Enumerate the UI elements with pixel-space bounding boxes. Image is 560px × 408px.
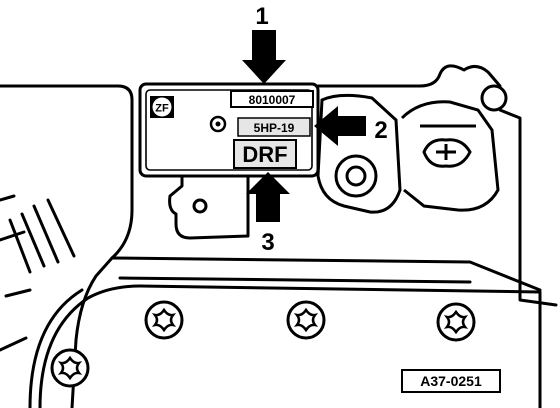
figure-reference-text: A37-0251 — [420, 373, 482, 389]
torx-bolt-2-icon — [286, 300, 326, 340]
plate-rivet-icon — [209, 115, 227, 133]
code-letters-field: DRF — [233, 139, 297, 169]
serial-number-text: 8010007 — [249, 93, 296, 107]
callout-arrow-1-icon — [242, 30, 286, 84]
type-code-field: 5HP-19 — [237, 117, 311, 137]
type-code-text: 5HP-19 — [254, 121, 295, 135]
torx-bolt-4-icon — [50, 348, 90, 388]
transmission-housing — [0, 64, 558, 408]
torx-bolt-3-icon — [436, 302, 476, 342]
bracket-bolt-head-icon — [422, 138, 472, 168]
callout-arrow-2-icon — [314, 106, 366, 146]
housing-ribs — [8, 198, 76, 274]
mounting-boss-right — [316, 84, 508, 214]
callout-label-3: 3 — [261, 229, 274, 256]
serial-number-field: 8010007 — [230, 90, 314, 108]
identification-plate: ZF 8010007 5HP-19 DRF — [138, 82, 320, 178]
callout-label-1: 1 — [255, 3, 268, 30]
logo-text: ZF — [155, 103, 169, 115]
code-letters-text: DRF — [242, 142, 287, 167]
figure-reference: A37-0251 — [401, 369, 501, 393]
torx-bolt-1-icon — [144, 300, 184, 340]
callout-label-2: 2 — [374, 117, 387, 144]
callout-arrow-3-icon — [246, 172, 290, 222]
zf-logo-icon: ZF — [150, 96, 174, 118]
